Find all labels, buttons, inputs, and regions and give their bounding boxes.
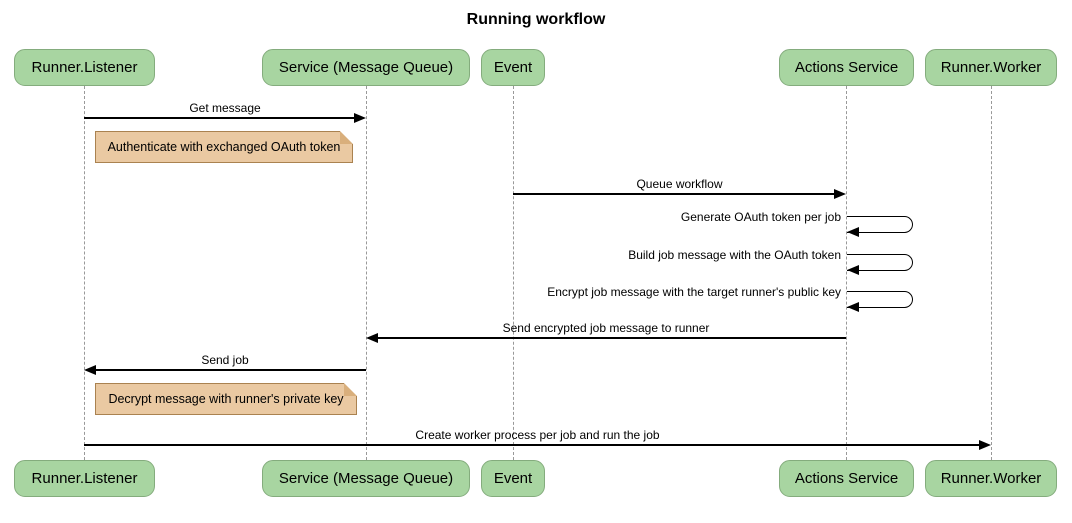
message-label-send-job: Send job <box>201 353 249 367</box>
participant-bottom-runner-worker: Runner.Worker <box>925 460 1057 497</box>
participant-bottom-actions-service: Actions Service <box>779 460 914 497</box>
arrowhead-left-icon <box>847 227 859 237</box>
message-label-get-message: Get message <box>189 101 261 115</box>
message-arrow-send-encrypted-job <box>377 337 846 339</box>
participant-top-actions-service: Actions Service <box>779 49 914 86</box>
lifeline-service-message-queue <box>366 86 367 460</box>
participant-bottom-service-message-queue: Service (Message Queue) <box>262 460 470 497</box>
arrowhead-right-icon <box>979 440 991 450</box>
lifeline-runner-worker <box>991 86 992 460</box>
arrowhead-left-icon <box>84 365 96 375</box>
message-arrow-queue-workflow <box>513 193 835 195</box>
message-arrow-send-job <box>95 369 366 371</box>
message-arrow-create-worker-process <box>84 444 980 446</box>
participant-top-runner-listener: Runner.Listener <box>14 49 155 86</box>
lifeline-event <box>513 86 514 460</box>
self-loop-arrow <box>847 216 913 233</box>
arrowhead-right-icon <box>834 189 846 199</box>
message-arrow-get-message <box>84 117 355 119</box>
arrowhead-right-icon <box>354 113 366 123</box>
self-loop-arrow <box>847 254 913 271</box>
message-label-send-encrypted-job: Send encrypted job message to runner <box>502 321 710 335</box>
message-label-queue-workflow: Queue workflow <box>636 177 723 191</box>
note-decrypt: Decrypt message with runner's private ke… <box>95 383 357 415</box>
participant-top-service-message-queue: Service (Message Queue) <box>262 49 470 86</box>
lifeline-actions-service <box>846 86 847 460</box>
self-loop-arrow <box>847 291 913 308</box>
note-authenticate: Authenticate with exchanged OAuth token <box>95 131 353 163</box>
message-label-create-worker-process: Create worker process per job and run th… <box>415 428 660 442</box>
participant-top-runner-worker: Runner.Worker <box>925 49 1057 86</box>
participant-bottom-runner-listener: Runner.Listener <box>14 460 155 497</box>
arrowhead-left-icon <box>847 302 859 312</box>
message-label-encrypt-job-message: Encrypt job message with the target runn… <box>547 285 841 299</box>
arrowhead-left-icon <box>366 333 378 343</box>
lifeline-runner-listener <box>84 86 85 460</box>
participant-bottom-event: Event <box>481 460 545 497</box>
arrowhead-left-icon <box>847 265 859 275</box>
message-label-build-job-message: Build job message with the OAuth token <box>628 248 841 262</box>
message-label-generate-oauth-token: Generate OAuth token per job <box>680 210 841 224</box>
diagram-title: Running workflow <box>466 11 606 28</box>
participant-top-event: Event <box>481 49 545 86</box>
